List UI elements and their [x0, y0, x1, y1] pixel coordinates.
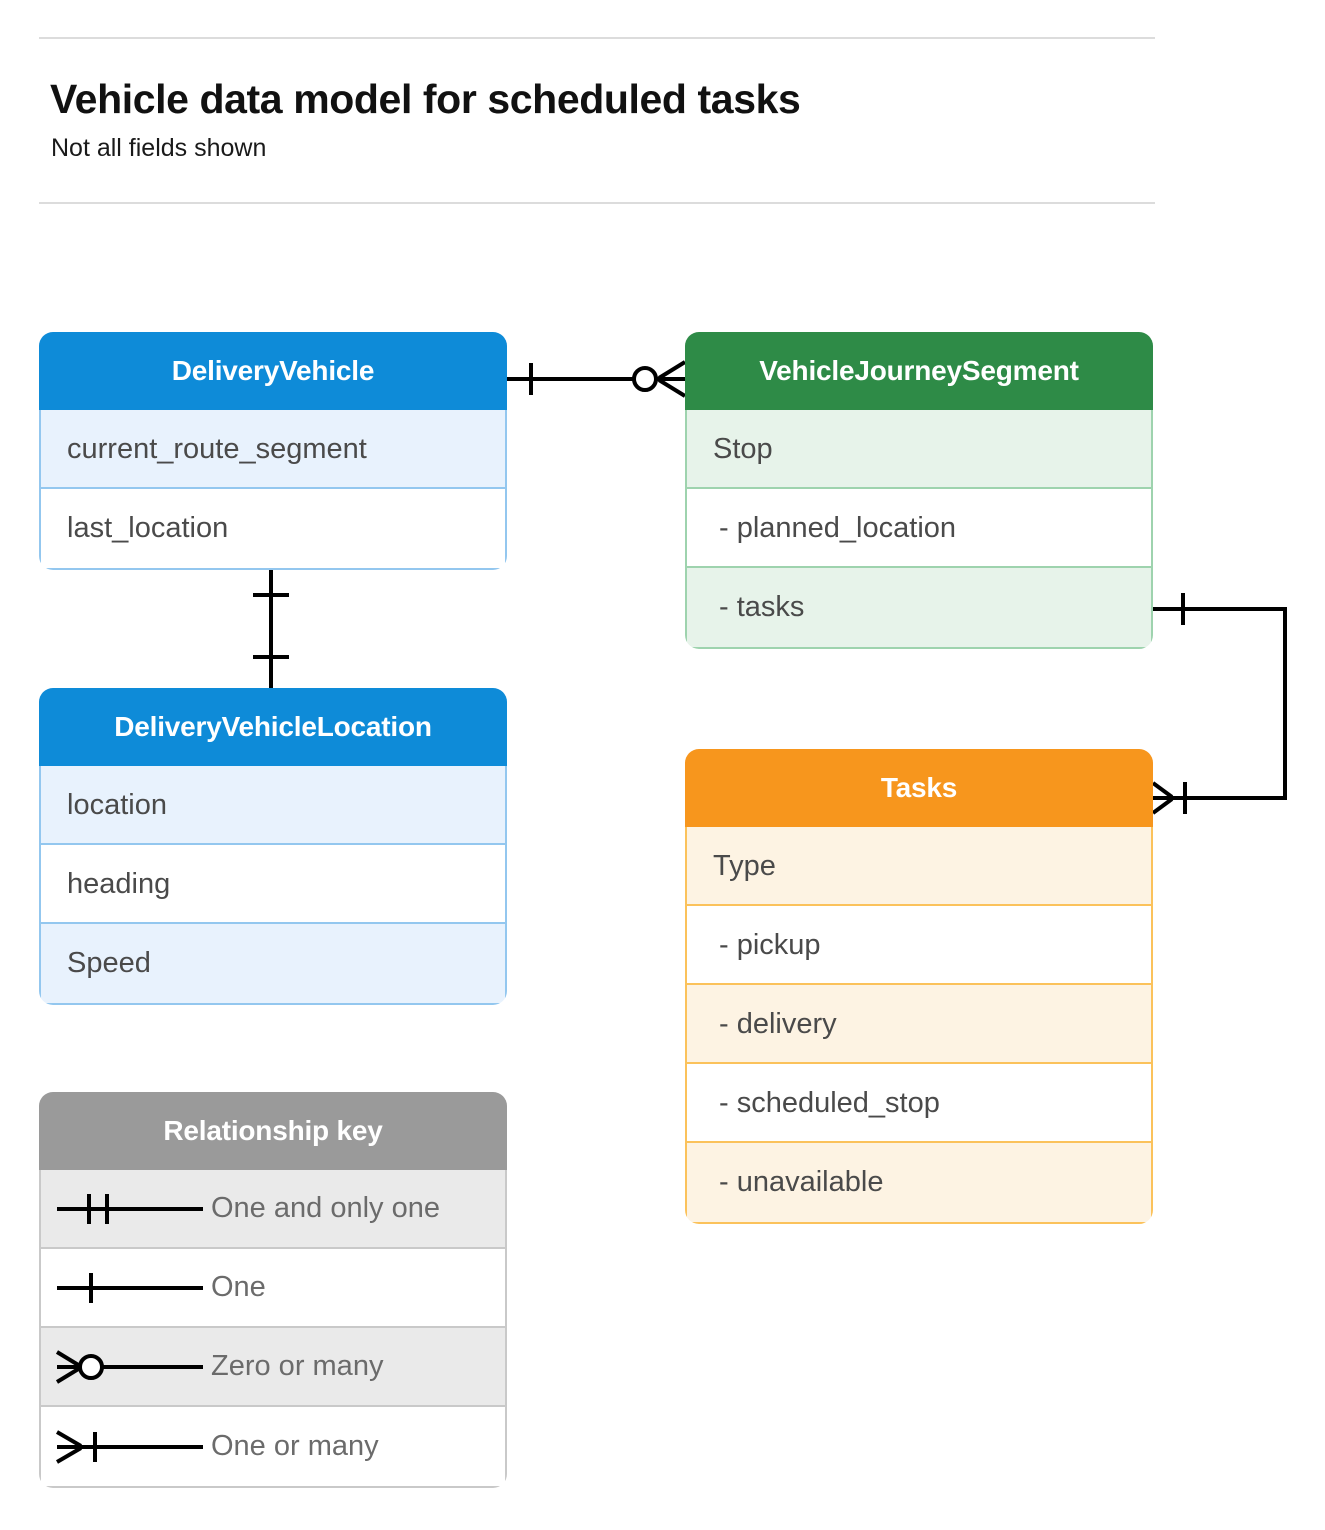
- entity-title-tasks: Tasks: [685, 749, 1153, 827]
- legend-item-one-or-many: One or many: [41, 1407, 505, 1486]
- connector-vehicle-to-vehicle-location: [253, 570, 289, 688]
- field-row[interactable]: heading: [41, 845, 505, 924]
- field-row[interactable]: location: [41, 766, 505, 845]
- field-row[interactable]: Type: [687, 827, 1151, 906]
- entity-title-delivery-vehicle-location: DeliveryVehicleLocation: [39, 688, 507, 766]
- field-row[interactable]: last_location: [41, 489, 505, 568]
- legend-label: One or many: [211, 1430, 379, 1462]
- entity-fields-delivery-vehicle: current_route_segment last_location: [39, 410, 507, 570]
- entity-delivery-vehicle[interactable]: DeliveryVehicle current_route_segment la…: [39, 332, 507, 570]
- field-row[interactable]: current_route_segment: [41, 410, 505, 489]
- page-subtitle: Not all fields shown: [51, 134, 267, 162]
- legend-label: One: [211, 1271, 266, 1303]
- field-row[interactable]: - pickup: [687, 906, 1151, 985]
- legend-title: Relationship key: [39, 1092, 507, 1170]
- connector-vehicle-to-journey-segment: [507, 360, 687, 398]
- entity-vehicle-journey-segment[interactable]: VehicleJourneySegment Stop - planned_loc…: [685, 332, 1153, 649]
- one-icon: [41, 1266, 211, 1310]
- legend-item-one-and-only-one: One and only one: [41, 1170, 505, 1249]
- entity-tasks[interactable]: Tasks Type - pickup - delivery - schedul…: [685, 749, 1153, 1224]
- field-row[interactable]: - planned_location: [687, 489, 1151, 568]
- field-row[interactable]: - tasks: [687, 568, 1151, 647]
- legend-item-one: One: [41, 1249, 505, 1328]
- field-row[interactable]: Stop: [687, 410, 1151, 489]
- entity-fields-vehicle-journey-segment: Stop - planned_location - tasks: [685, 410, 1153, 649]
- entity-delivery-vehicle-location[interactable]: DeliveryVehicleLocation location heading…: [39, 688, 507, 1005]
- one-and-only-one-icon: [41, 1187, 211, 1231]
- field-row[interactable]: - unavailable: [687, 1143, 1151, 1222]
- entity-title-vehicle-journey-segment: VehicleJourneySegment: [685, 332, 1153, 410]
- entity-title-delivery-vehicle: DeliveryVehicle: [39, 332, 507, 410]
- page-title: Vehicle data model for scheduled tasks: [50, 76, 801, 122]
- relationship-key-legend: Relationship key One and only one: [39, 1092, 507, 1488]
- legend-label: One and only one: [211, 1192, 440, 1224]
- legend-rows: One and only one One: [39, 1170, 507, 1488]
- entity-fields-delivery-vehicle-location: location heading Speed: [39, 766, 507, 1005]
- legend-label: Zero or many: [211, 1350, 384, 1382]
- zero-or-many-icon: [41, 1345, 211, 1389]
- field-row[interactable]: - delivery: [687, 985, 1151, 1064]
- legend-item-zero-or-many: Zero or many: [41, 1328, 505, 1407]
- connector-journey-segment-tasks-to-tasks: [1151, 593, 1287, 815]
- field-row[interactable]: Speed: [41, 924, 505, 1003]
- field-row[interactable]: - scheduled_stop: [687, 1064, 1151, 1143]
- one-or-many-icon: [41, 1425, 211, 1469]
- header-rule-top: [39, 37, 1155, 39]
- header-rule-bottom: [39, 202, 1155, 204]
- entity-fields-tasks: Type - pickup - delivery - scheduled_sto…: [685, 827, 1153, 1224]
